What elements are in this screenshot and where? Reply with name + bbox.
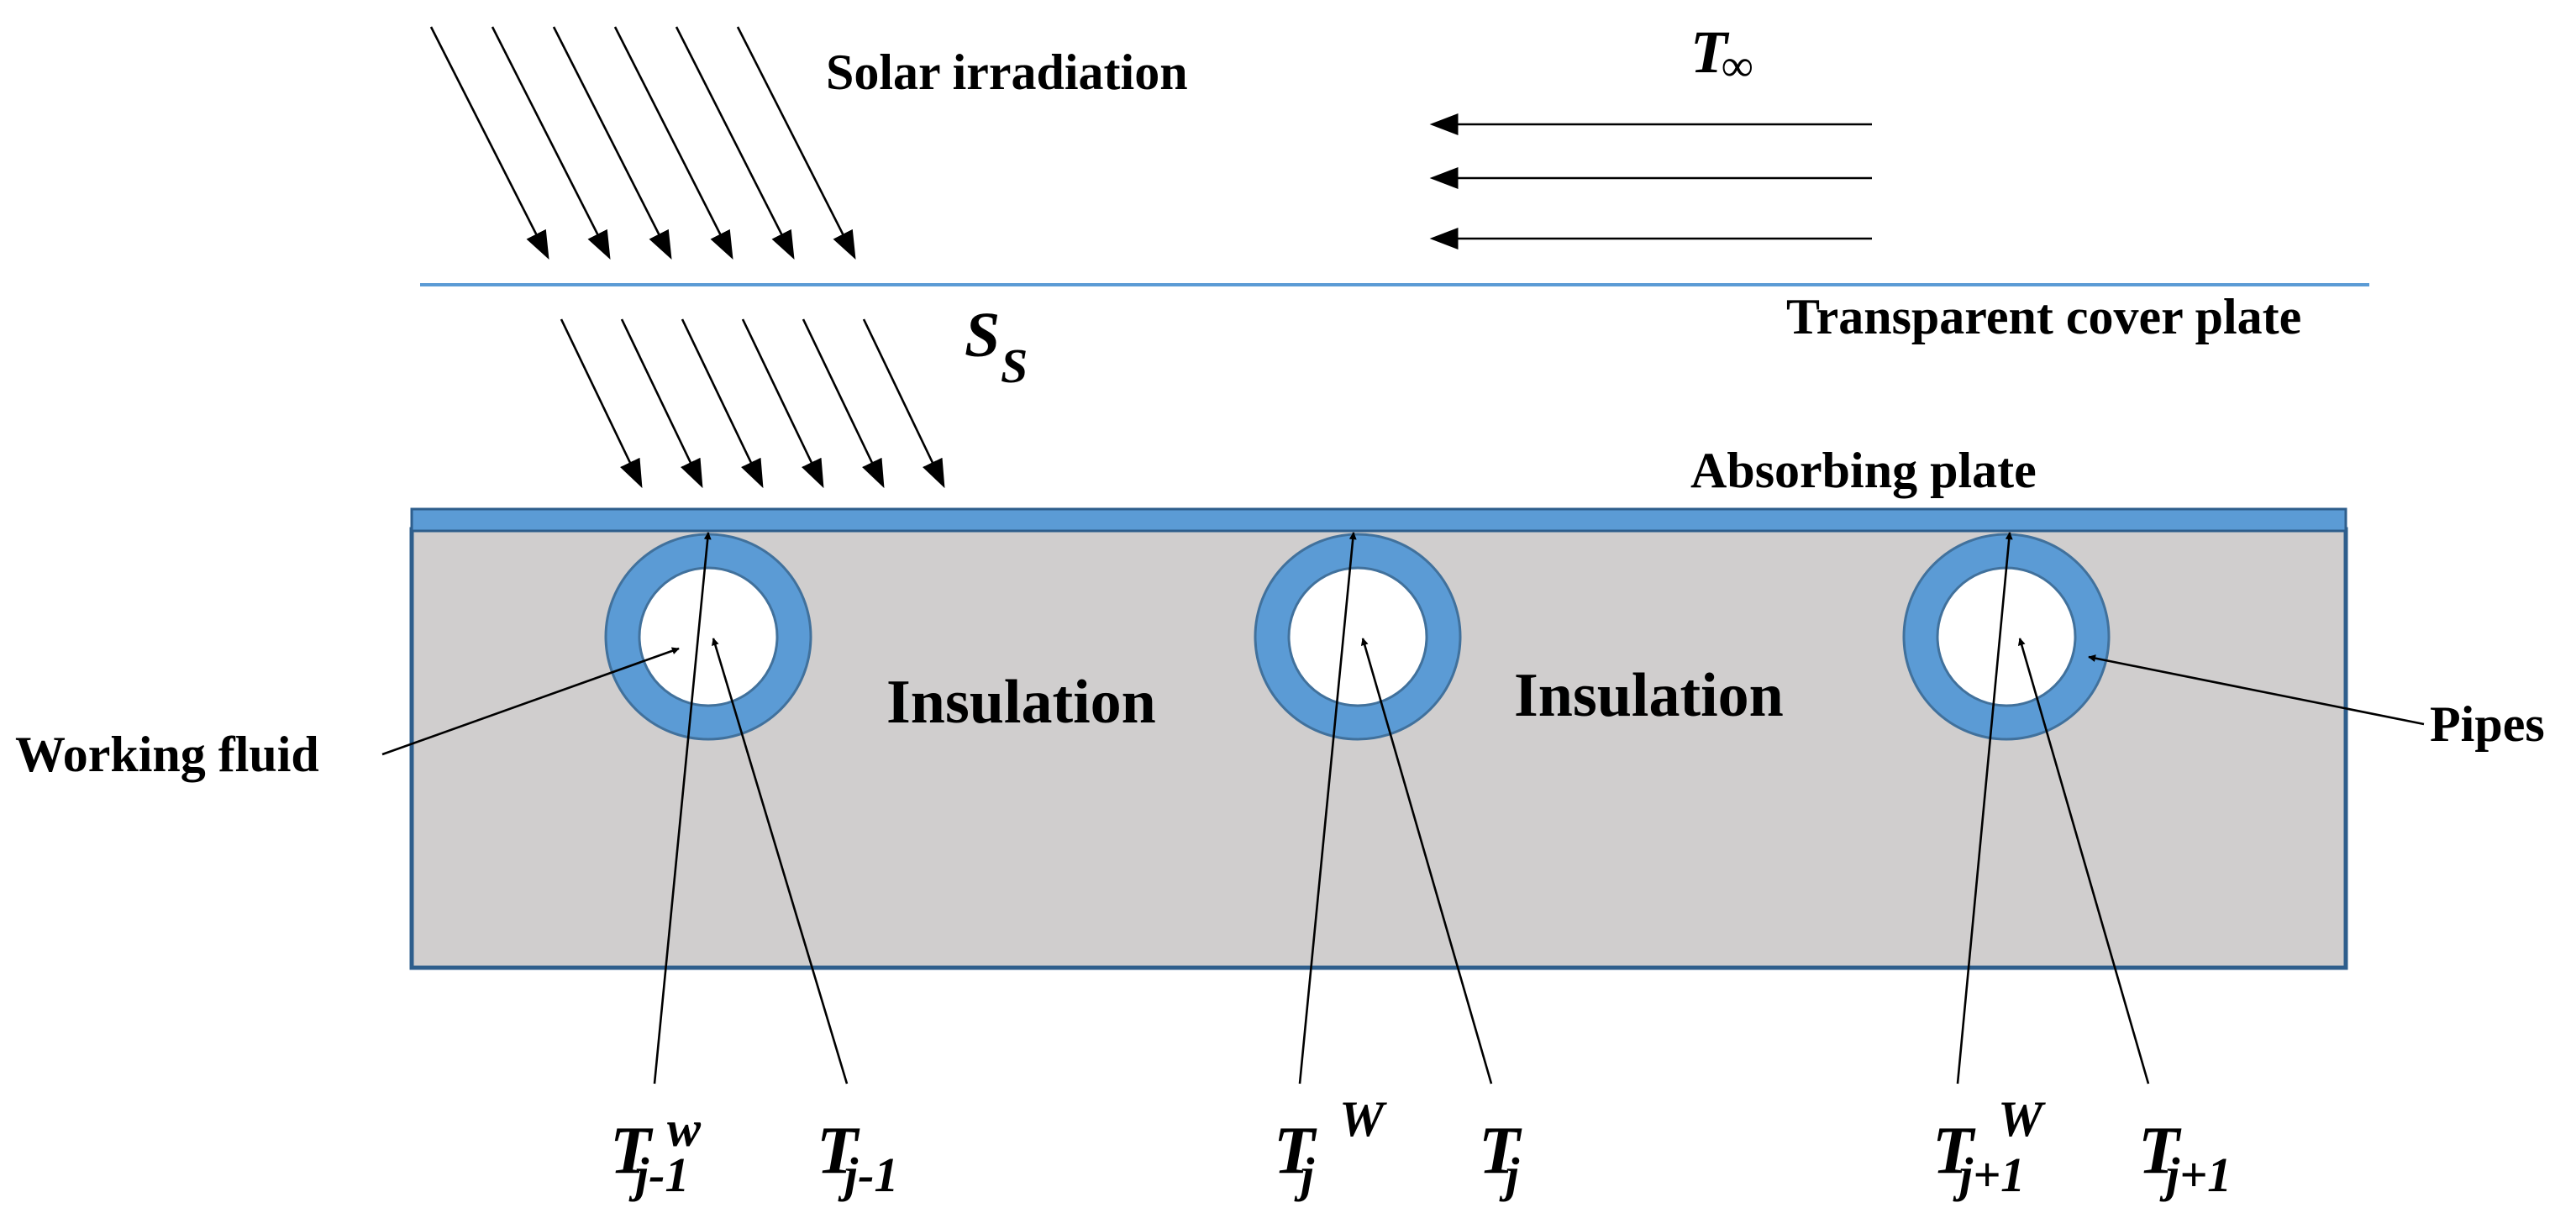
absorbing-plate xyxy=(410,507,2347,533)
ambient-temperature-label: T ∞ xyxy=(1690,18,1753,91)
temperature-leaders xyxy=(653,532,2150,1085)
ambient-t: T xyxy=(1690,18,1730,86)
pipe-3 xyxy=(1902,533,2111,741)
transmitted-radiation-label: S S xyxy=(965,300,1028,393)
svg-text:w: w xyxy=(667,1101,702,1157)
svg-text:T: T xyxy=(1479,1114,1522,1188)
temp-label-Tw-j+1: T W j+1 xyxy=(1932,1091,2046,1202)
ambient-infinity: ∞ xyxy=(1721,40,1753,91)
absorbing-plate-label: Absorbing plate xyxy=(1690,443,2037,498)
pipes-label: Pipes xyxy=(2430,696,2545,752)
temp-label-Tw-j-1: T w j-1 xyxy=(610,1101,702,1202)
svg-text:j+1: j+1 xyxy=(1953,1148,2025,1202)
solar-irradiation-arrows xyxy=(429,26,856,260)
insulation-label-1: Insulation xyxy=(886,668,1156,737)
working-fluid-leader xyxy=(381,647,680,756)
working-fluid-label: Working fluid xyxy=(15,727,319,782)
svg-text:T: T xyxy=(2138,1114,2182,1188)
svg-text:T: T xyxy=(817,1114,860,1188)
pipes-leader xyxy=(2088,654,2425,726)
svg-text:W: W xyxy=(1998,1091,2046,1147)
temp-label-Tw-j: T W j xyxy=(1274,1091,1387,1202)
ss-sub: S xyxy=(1001,339,1028,393)
ss-main: S xyxy=(965,300,1000,370)
insulation-label-2: Insulation xyxy=(1514,661,1784,730)
svg-text:j-1: j-1 xyxy=(838,1148,898,1202)
svg-text:j+1: j+1 xyxy=(2159,1148,2232,1202)
pipe-2 xyxy=(1254,533,1462,741)
svg-text:j-1: j-1 xyxy=(628,1148,689,1202)
temp-label-T-j: T j xyxy=(1479,1114,1522,1202)
transmitted-arrows xyxy=(560,318,945,489)
transparent-cover-label: Transparent cover plate xyxy=(1786,289,2301,344)
ambient-arrows xyxy=(1429,113,1872,249)
svg-text:T: T xyxy=(610,1114,654,1188)
temp-label-T-j-1: T j-1 xyxy=(817,1114,898,1202)
svg-text:W: W xyxy=(1339,1091,1387,1147)
svg-text:T: T xyxy=(1932,1114,1976,1188)
svg-text:T: T xyxy=(1274,1114,1317,1188)
solar-irradiation-label: Solar irradiation xyxy=(826,45,1188,100)
pipe-1 xyxy=(604,533,812,741)
temp-label-T-j+1: T j+1 xyxy=(2138,1114,2232,1202)
